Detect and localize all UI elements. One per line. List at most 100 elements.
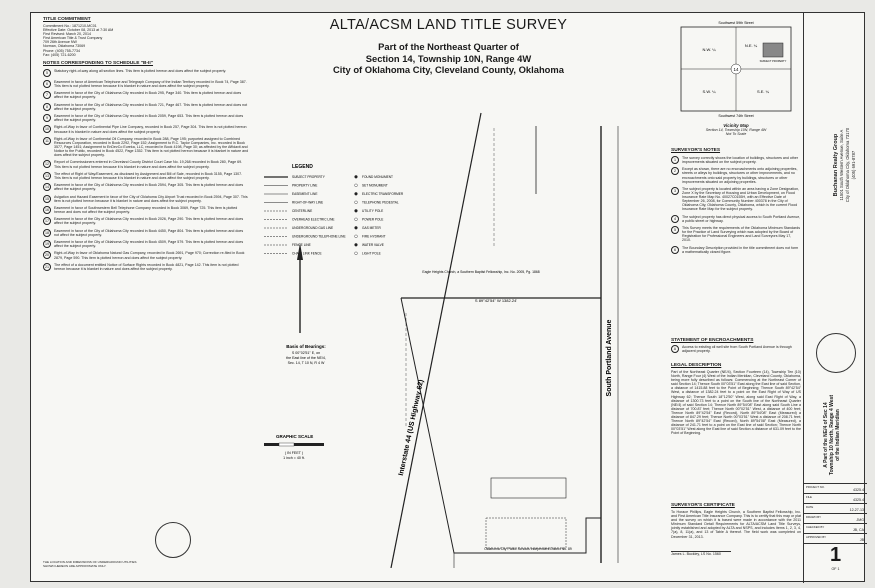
sheet-number: 1 bbox=[829, 544, 842, 566]
church-label: Eagle Heights Church, a Southern Baptist… bbox=[422, 270, 539, 274]
note-number: 9 bbox=[43, 114, 51, 123]
title-line-1: Part of the Northeast Quarter of bbox=[378, 41, 519, 52]
survey-title: ALTA/ACSM LAND TITLE SURVEY bbox=[329, 17, 568, 33]
left-notes-column: TITLE COMMITMENT Commitment No.: 1871210… bbox=[43, 17, 249, 572]
company-seal-icon bbox=[816, 333, 856, 373]
note-number: 10 bbox=[43, 125, 51, 134]
vicinity-road-top: Southwest 59th Street bbox=[718, 21, 753, 25]
legend-entry: UNDERGROUND TELEPHONE LINE bbox=[292, 235, 346, 239]
legend-symbol bbox=[354, 226, 358, 230]
note-number: 19 bbox=[43, 240, 51, 249]
graphic-scale: GRAPHIC SCALE ( IN FEET ) 1 inch = 40 ft… bbox=[264, 434, 324, 460]
legend-entry: UNDERGROUND GAS LINE bbox=[292, 226, 333, 230]
school-label: Oklahoma City Public Schools Independent… bbox=[484, 547, 572, 551]
commitment-line: Fax: (405) 721-6200 bbox=[43, 52, 76, 57]
section-number: 14 bbox=[733, 67, 739, 72]
note-text: Easement in favor of Southwestern Bell T… bbox=[54, 205, 238, 215]
note-number: 12 bbox=[43, 160, 51, 169]
legend-entry: SET MONUMENT bbox=[362, 184, 388, 188]
surveyor-notes-heading: SURVEYOR'S NOTES bbox=[671, 148, 721, 153]
subject-site-marker bbox=[762, 42, 784, 58]
surveyor-note-text: Except as shown, there are no encroachme… bbox=[682, 167, 798, 184]
scale-unit: ( IN FEET ) bbox=[285, 451, 303, 455]
note-text: Avigation and Hazard Easement in favor o… bbox=[54, 194, 248, 203]
surveyor-note-text: The subject property has direct physical… bbox=[682, 214, 801, 223]
legal-description: LEGAL DESCRIPTION Part of the Northeast … bbox=[671, 363, 801, 436]
legend-entry: UTILITY POLE bbox=[362, 209, 383, 213]
legend-entry: CHAIN LINK FENCE bbox=[292, 252, 322, 256]
title-block-label: DRAWN BY bbox=[806, 515, 821, 519]
legend-entry: ELECTRIC TRANSFORMER bbox=[362, 192, 404, 196]
surveyor-note-number: 6 bbox=[671, 245, 679, 254]
encroachment-marker: A bbox=[671, 345, 679, 353]
commitment-line: 709 26th Avenue NW bbox=[43, 40, 77, 45]
surveyor-seal bbox=[155, 522, 191, 558]
note-number: 20 bbox=[43, 251, 51, 260]
note-number: 15 bbox=[43, 194, 51, 203]
title-block-value: JB, CA bbox=[852, 528, 864, 532]
note-text: Statutory right-of-way along all section… bbox=[54, 68, 227, 73]
legend-entry: OVERHEAD ELECTRIC LINE bbox=[292, 218, 335, 222]
legal-heading: LEGAL DESCRIPTION bbox=[671, 363, 722, 368]
legend-symbol bbox=[354, 217, 358, 221]
underground-utility-note: THE LOCATION AND DIMENSIONS OF UNDERGROU… bbox=[43, 559, 137, 568]
title-block-row: DRAWN BY JMG bbox=[804, 513, 867, 523]
title-block-label: FILE bbox=[806, 495, 812, 499]
legend-symbol bbox=[354, 175, 358, 179]
legend-entry: POWER POLE bbox=[362, 218, 383, 222]
quad-nw: N.W. ¼ bbox=[702, 47, 716, 52]
note-text: Easement in favor of the City of Oklahom… bbox=[54, 183, 244, 192]
surveyor-note-number: 3 bbox=[671, 186, 679, 195]
vicinity-map-panel: Southwest 59th Street Southwest 74th Str… bbox=[671, 17, 801, 147]
legend-symbol bbox=[354, 183, 358, 187]
encroachments: STATEMENT OF ENCROACHMENTS A Access to e… bbox=[671, 338, 801, 356]
title-block-value: 4325.4 bbox=[853, 488, 864, 492]
legend-entry: FOUND MONUMENT bbox=[362, 175, 393, 179]
title-block-value: JMG bbox=[856, 518, 864, 522]
encroachment-text: Access to existing oil well site from So… bbox=[682, 345, 792, 354]
surveyor-note-text: This Survey meets the requirements of th… bbox=[682, 226, 801, 243]
property-boundary bbox=[390, 112, 619, 569]
survey-sheet: TITLE COMMITMENT Commitment No.: 1871210… bbox=[30, 12, 867, 583]
legend-symbol bbox=[354, 200, 358, 204]
note-text: Right-of-Way in favor of Continental Oil… bbox=[54, 136, 249, 158]
title-block-label: APPROVED BY bbox=[806, 535, 827, 539]
note-text: Right-of-Way in favor of Oklahoma Natura… bbox=[54, 251, 245, 260]
title-block-value: JB bbox=[859, 538, 864, 542]
title-block-header: ALTA/ACSM LAND TITLE SURVEY Part of the … bbox=[321, 17, 576, 76]
note-text: Easement in favor of the City of Oklahom… bbox=[54, 228, 244, 237]
legend-entry: LIGHT POLE bbox=[362, 252, 381, 256]
surveyor-note-text: The survey correctly shows the location … bbox=[682, 156, 799, 165]
note-text: The effect of Right of Way/Easement, as … bbox=[54, 171, 243, 180]
commitment-line: First Revised: March 20, 2014 bbox=[43, 32, 91, 37]
bearings-line-1: S 00°02'51" E, on bbox=[292, 351, 320, 355]
quad-sw: S.W. ¼ bbox=[703, 89, 717, 94]
firm-phone: (405) 691-8787 bbox=[850, 150, 856, 180]
legend-entry: RIGHT-OF-WAY LINE bbox=[292, 201, 323, 205]
title-line-2: Section 14, Township 10N, Range 4W bbox=[365, 52, 532, 64]
surveyor-note-text: The Boundary Description provided in the… bbox=[682, 245, 799, 254]
legend-right-items: FOUND MONUMENT SET MONUMENT ELECTRIC TRANS… bbox=[354, 175, 404, 256]
legend-entry: CENTERLINE bbox=[292, 209, 312, 213]
